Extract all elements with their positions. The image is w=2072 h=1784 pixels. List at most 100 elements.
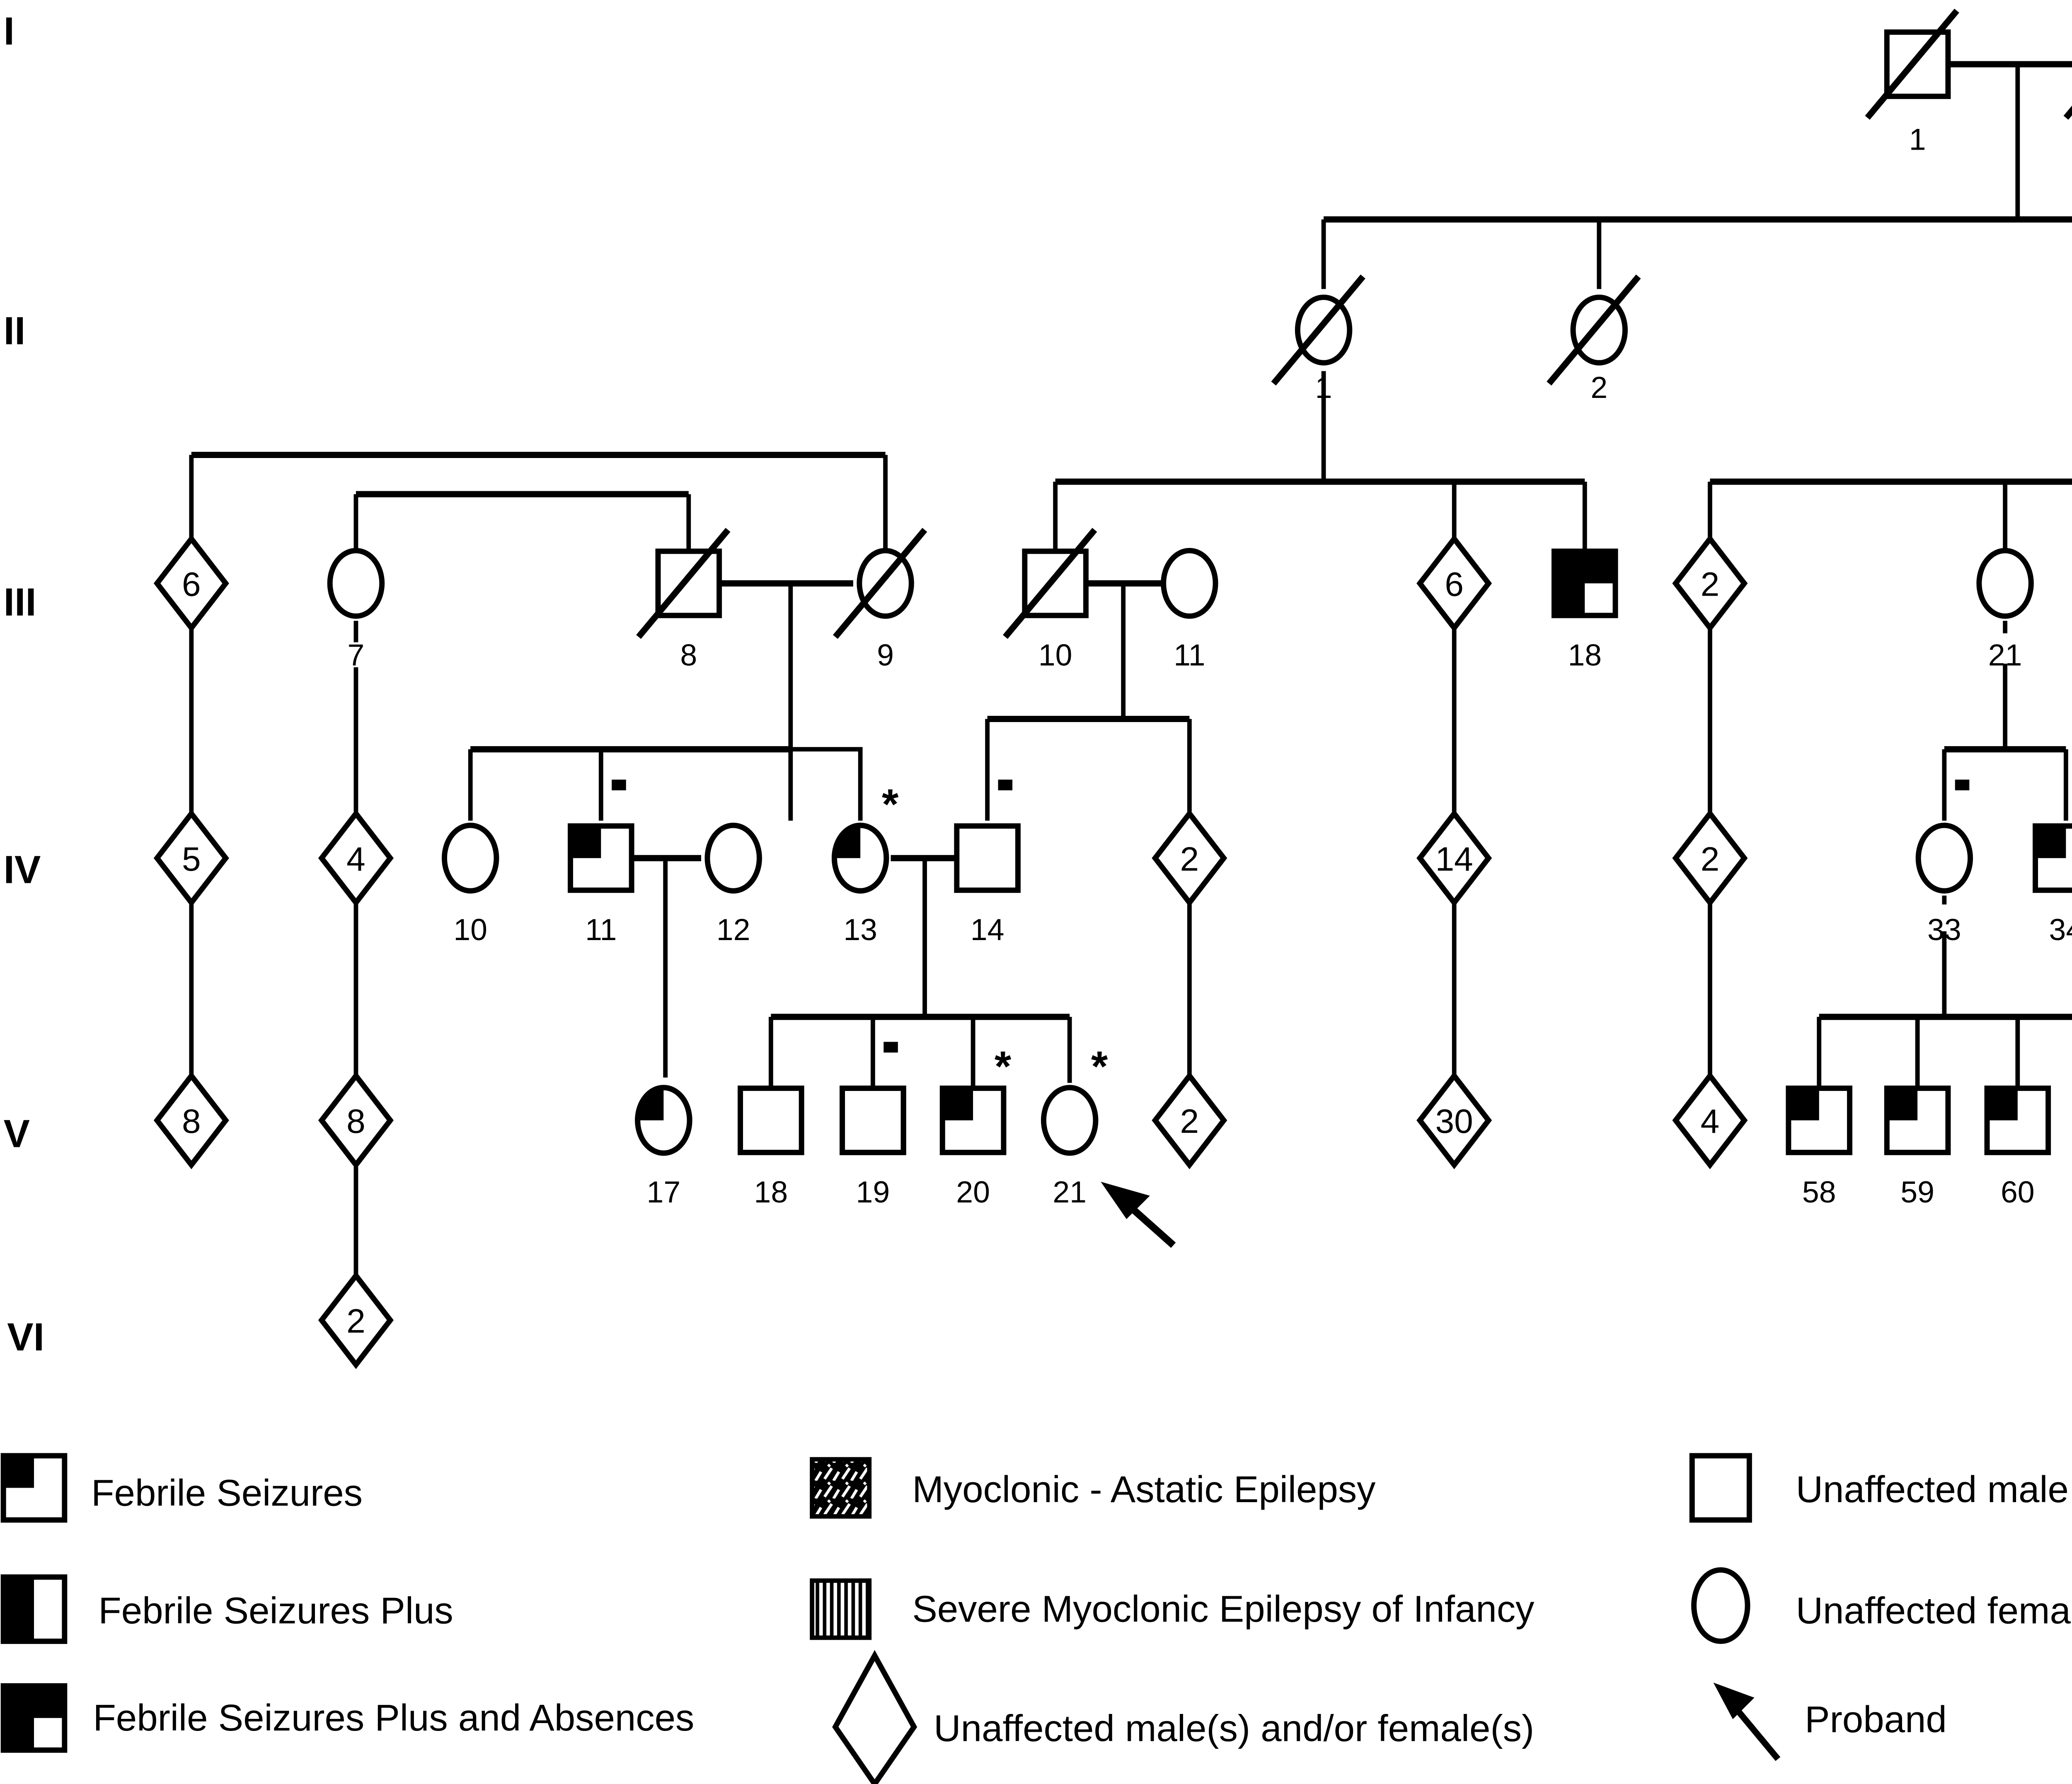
legend-item-unaffected-male: Unaffected male bbox=[1689, 1453, 2069, 1523]
descent-line bbox=[189, 455, 888, 550]
individual-v-60[interactable]: 60 bbox=[1984, 1085, 2051, 1209]
group-count-label: 8 bbox=[346, 1103, 366, 1140]
diamond-symbol-icon bbox=[1152, 809, 1227, 907]
proband-arrow-icon bbox=[1733, 1705, 1781, 1761]
individual-iii-18[interactable]: 18 bbox=[1551, 548, 1618, 672]
circle-symbol-icon bbox=[1570, 294, 1628, 366]
individual-iii-6b[interactable]: 6 bbox=[1416, 534, 1492, 633]
circle-symbol-icon bbox=[441, 822, 499, 894]
legend-item-smei: Severe Myoclonic Epilepsy of Infancy bbox=[810, 1578, 1535, 1640]
individual-v-21[interactable]: 21* bbox=[1041, 1042, 1108, 1209]
legend-item-fs-plus-absences: Febrile Seizures Plus and Absences bbox=[0, 1683, 694, 1753]
circle-symbol-icon bbox=[857, 548, 914, 619]
individual-iii-8[interactable]: 8 bbox=[636, 528, 731, 672]
generation-labels: I II III IV V VI bbox=[4, 10, 44, 1359]
individual-iv-33[interactable]: 33 bbox=[1915, 779, 1973, 947]
individual-id-label: 18 bbox=[1568, 638, 1602, 672]
individual-ii-2[interactable]: 2 bbox=[1547, 274, 1641, 405]
diamond-symbol-icon bbox=[318, 1071, 394, 1169]
individual-iv-4[interactable]: 4 bbox=[318, 809, 394, 907]
individual-i-2[interactable]: 2 bbox=[2063, 11, 2072, 157]
individual-iii-2a[interactable]: 2 bbox=[1672, 534, 1748, 633]
three-quarter-fill-icon bbox=[3, 1686, 65, 1750]
legend-item-mae: Myoclonic - Astatic Epilepsy bbox=[810, 1457, 1376, 1519]
individual-v-19[interactable]: 19 bbox=[840, 1042, 906, 1209]
individual-v-2a[interactable]: 2 bbox=[1152, 1071, 1227, 1169]
diamond-symbol-icon bbox=[1152, 1071, 1227, 1169]
individual-iii-21[interactable]: 21 bbox=[1976, 548, 2034, 672]
descent-line bbox=[1708, 482, 2007, 550]
diamond-symbol-icon bbox=[1416, 534, 1492, 633]
individual-iv-12[interactable]: 12 bbox=[704, 822, 762, 947]
diamond-symbol-icon bbox=[153, 534, 229, 633]
group-count-label: 30 bbox=[1435, 1103, 1473, 1140]
individual-id-label: 60 bbox=[2001, 1175, 2035, 1209]
proband-arrow-icon bbox=[1101, 1182, 1176, 1248]
square-symbol-icon bbox=[1689, 1453, 1752, 1523]
descent-line bbox=[1053, 482, 1587, 550]
diamond-symbol-icon bbox=[153, 809, 229, 907]
individual-iv-13[interactable]: 13* bbox=[831, 780, 899, 947]
individual-iv-14g[interactable]: 14 bbox=[1416, 809, 1492, 907]
legend-item-proband: Proband bbox=[1713, 1682, 1947, 1761]
individual-iii-10[interactable]: 10 bbox=[1002, 528, 1097, 672]
circle-symbol-icon bbox=[1295, 294, 1353, 366]
legend-item-febrile-seizures: Febrile Seizures bbox=[0, 1453, 363, 1523]
generation-label-I: I bbox=[4, 10, 15, 53]
deceased-slash-icon bbox=[833, 528, 927, 639]
individual-ii-1[interactable]: 1 bbox=[1271, 274, 1365, 405]
individual-iv-2b[interactable]: 2 bbox=[1672, 809, 1748, 907]
individual-v-8a[interactable]: 8 bbox=[153, 1071, 229, 1169]
individual-id-label: 20 bbox=[956, 1175, 990, 1209]
individual-vi-2[interactable]: 2 bbox=[318, 1271, 394, 1369]
circle-symbol-icon bbox=[1041, 1085, 1099, 1156]
individual-v-20[interactable]: 20* bbox=[939, 1042, 1012, 1209]
individual-v-18[interactable]: 18 bbox=[738, 1085, 804, 1209]
circle-symbol-icon bbox=[704, 822, 762, 894]
individual-v-30[interactable]: 30 bbox=[1416, 1071, 1492, 1169]
deceased-slash-icon bbox=[1271, 274, 1365, 386]
diamond-symbol-icon bbox=[153, 1071, 229, 1169]
diamond-symbol-icon bbox=[1672, 1071, 1748, 1169]
individual-id-label: 14 bbox=[971, 913, 1005, 947]
legend-label: Febrile Seizures Plus bbox=[98, 1590, 453, 1632]
individual-iv-10[interactable]: 10 bbox=[441, 822, 499, 947]
quadrant-fill-icon bbox=[570, 826, 601, 858]
quadrant-fill-icon bbox=[3, 1456, 34, 1488]
individual-v-8b[interactable]: 8 bbox=[318, 1071, 394, 1169]
individual-iv-11[interactable]: 11 bbox=[568, 779, 634, 947]
individual-iii-11[interactable]: 11 bbox=[1161, 548, 1218, 672]
individual-i-1[interactable]: 1 bbox=[1865, 9, 1959, 157]
diamond-symbol-icon bbox=[1672, 534, 1748, 633]
diamond-symbol-icon bbox=[832, 1650, 917, 1784]
individual-iv-34[interactable]: 34 bbox=[2033, 823, 2072, 947]
descent-line bbox=[353, 494, 691, 550]
legend-item-unaffected-group: Unaffected male(s) and/or female(s) bbox=[832, 1650, 1534, 1784]
legend-label: Proband bbox=[1805, 1699, 1947, 1740]
legend-label: Febrile Seizures Plus and Absences bbox=[93, 1697, 694, 1739]
individual-id-label: 2 bbox=[1590, 371, 1607, 405]
descent-line bbox=[1817, 1017, 2020, 1088]
deceased-slash-icon bbox=[1002, 528, 1097, 639]
individual-iv-14[interactable]: 14 bbox=[954, 779, 1021, 947]
quadrant-fill-icon bbox=[1788, 1088, 1819, 1120]
individual-id-label: 1 bbox=[1909, 123, 1926, 157]
individual-iv-2a[interactable]: 2 bbox=[1152, 809, 1227, 907]
group-count-label: 5 bbox=[182, 840, 201, 878]
group-count-label: 2 bbox=[1701, 566, 1720, 604]
individual-iii-9[interactable]: 9 bbox=[833, 528, 927, 672]
three-quarter-fill-icon bbox=[1554, 551, 1616, 616]
individual-iii-7[interactable]: 7 bbox=[327, 548, 385, 672]
individual-iv-5[interactable]: 5 bbox=[153, 809, 229, 907]
individual-id-label: 11 bbox=[1174, 638, 1205, 672]
individual-v-17[interactable]: 17 bbox=[635, 1085, 692, 1209]
diamond-symbol-icon bbox=[318, 809, 394, 907]
individual-v-59[interactable]: 59 bbox=[1884, 1085, 1951, 1209]
individual-v-58[interactable]: 58 bbox=[1786, 1085, 1852, 1209]
group-count-label: 2 bbox=[1180, 840, 1199, 878]
generation-label-IV: IV bbox=[4, 848, 41, 892]
individual-iii-6a[interactable]: 6 bbox=[153, 534, 229, 633]
individual-v-4a[interactable]: 4 bbox=[1672, 1071, 1748, 1169]
group-count-label: 4 bbox=[1701, 1103, 1720, 1140]
